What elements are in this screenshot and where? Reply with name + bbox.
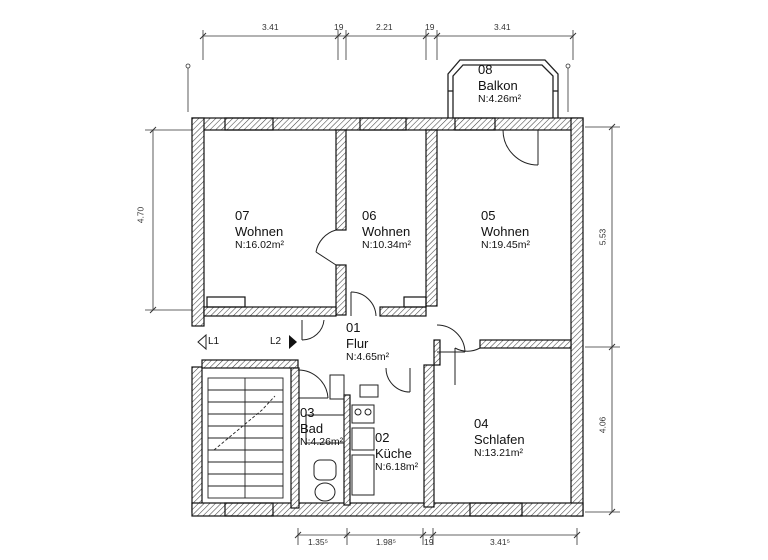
dim-top-3: 2.21 xyxy=(376,22,393,32)
dim-top-2: 19 xyxy=(334,22,344,32)
room-01: 01 Flur N:4.65m² xyxy=(346,320,389,364)
balcony-outline xyxy=(447,59,559,118)
room-03: 03 Bad N:4.26m² xyxy=(300,405,343,449)
room-number: 04 xyxy=(474,416,489,431)
room-area: N:16.02m² xyxy=(235,239,285,252)
room-name: Schlafen xyxy=(474,431,525,447)
staircase xyxy=(207,377,284,499)
room-name: Flur xyxy=(346,335,369,351)
dim-bottom-3: 19 xyxy=(424,537,434,547)
room-name: Bad xyxy=(300,420,324,436)
label-l2: L2 xyxy=(270,336,282,347)
room-number: 07 xyxy=(235,208,250,223)
l1-arrow-icon xyxy=(197,333,207,351)
room-07: 07 Wohnen N:16.02m² xyxy=(235,208,284,252)
room-area: N:19.45m² xyxy=(481,239,531,252)
dim-top-4: 19 xyxy=(425,22,435,32)
dim-bottom-4: 3.41⁵ xyxy=(490,537,511,547)
room-area: N:4.65m² xyxy=(346,351,390,364)
room-name: Küche xyxy=(375,445,412,461)
room-number: 02 xyxy=(375,430,390,445)
room-area: N:10.34m² xyxy=(362,239,412,252)
room-name: Wohnen xyxy=(235,223,284,239)
dim-top-1: 3.41 xyxy=(262,22,279,32)
dim-right-1: 5.53 xyxy=(597,228,608,246)
fixtures xyxy=(305,374,379,502)
room-area: N:4.26m² xyxy=(478,93,522,106)
dim-left-1: 4.70 xyxy=(135,206,146,224)
dim-bottom-1: 1.35⁵ xyxy=(308,537,329,547)
room-08: 08 Balkon N:4.26m² xyxy=(478,62,521,106)
room-number: 03 xyxy=(300,405,315,420)
room-number: 08 xyxy=(478,62,493,77)
doors xyxy=(297,129,539,399)
dim-bottom-2: 1.98⁵ xyxy=(376,537,397,547)
dim-right-2: 4.06 xyxy=(597,416,608,434)
dim-top-5: 3.41 xyxy=(494,22,511,32)
room-area: N:13.21m² xyxy=(474,447,524,460)
room-name: Wohnen xyxy=(481,223,530,239)
room-number: 01 xyxy=(346,320,361,335)
dimension-ticks xyxy=(149,32,616,539)
room-04: 04 Schlafen N:13.21m² xyxy=(474,416,525,460)
room-name: Balkon xyxy=(478,77,518,93)
l2-arrow-icon xyxy=(289,335,297,349)
room-number: 06 xyxy=(362,208,377,223)
room-number: 05 xyxy=(481,208,496,223)
room-06: 06 Wohnen N:10.34m² xyxy=(362,208,411,252)
dimension-lines xyxy=(145,30,620,545)
room-02: 02 Küche N:6.18m² xyxy=(375,430,418,474)
room-05: 05 Wohnen N:19.45m² xyxy=(481,208,530,252)
room-area: N:4.26m² xyxy=(300,436,344,449)
room-area: N:6.18m² xyxy=(375,461,419,474)
room-name: Wohnen xyxy=(362,223,411,239)
label-l1: L1 xyxy=(208,336,220,347)
